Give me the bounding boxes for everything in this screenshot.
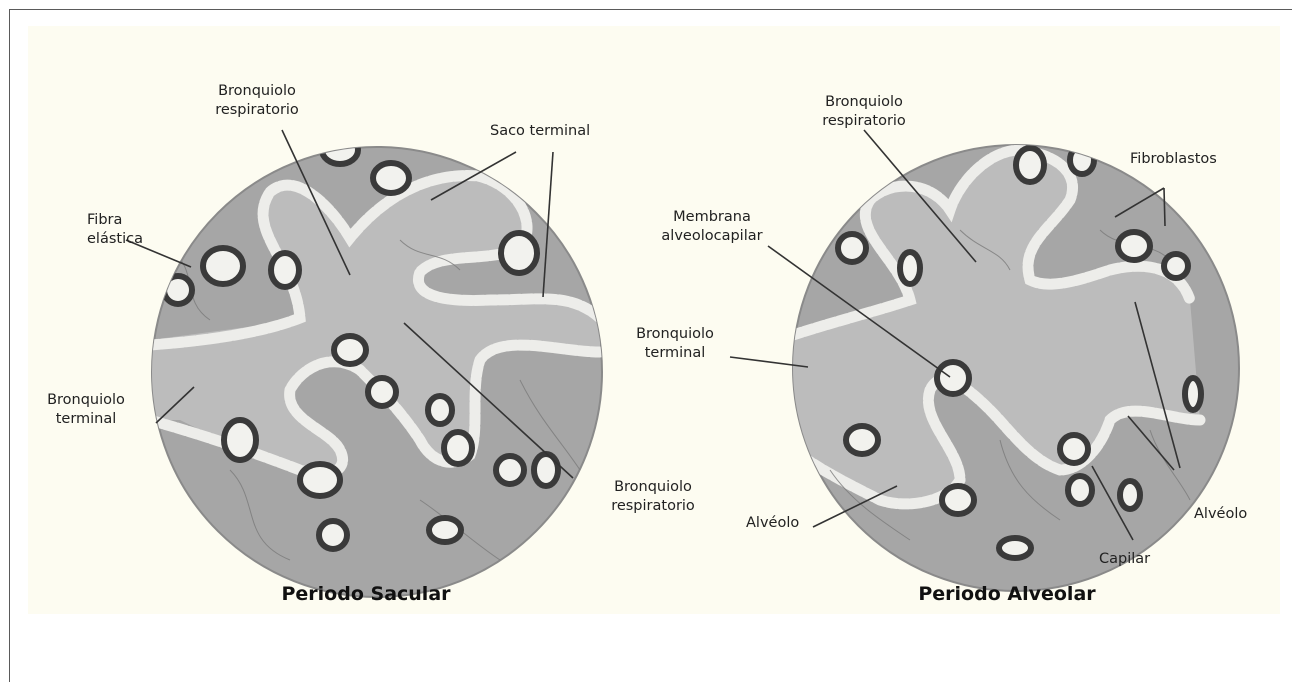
- title-periodo-alveolar: Periodo Alveolar: [918, 583, 1095, 605]
- label-fibroblastos: Fibroblastos: [1130, 150, 1217, 169]
- saccular-disc: [150, 136, 602, 597]
- label-bronquiolo-terminal-right: Bronquiolo terminal: [636, 325, 714, 363]
- label-bronquiolo-respiratorio-bottom: Bronquiolo respiratorio: [611, 478, 695, 516]
- label-capilar: Capilar: [1099, 550, 1150, 569]
- label-alveolo-left: Alvéolo: [746, 514, 799, 533]
- alveolar-disc: [793, 145, 1239, 591]
- label-bronquiolo-respiratorio-right: Bronquiolo respiratorio: [822, 93, 906, 131]
- title-periodo-sacular: Periodo Sacular: [281, 583, 450, 605]
- label-saco-terminal: Saco terminal: [490, 122, 590, 141]
- label-bronquiolo-respiratorio-top: Bronquiolo respiratorio: [215, 82, 299, 120]
- label-membrana-alveolocapilar: Membrana alveolocapilar: [661, 208, 762, 246]
- label-alveolo-right: Alvéolo: [1194, 505, 1247, 524]
- label-fibra-elastica: Fibra elástica: [87, 211, 143, 249]
- label-bronquiolo-terminal-left: Bronquiolo terminal: [47, 391, 125, 429]
